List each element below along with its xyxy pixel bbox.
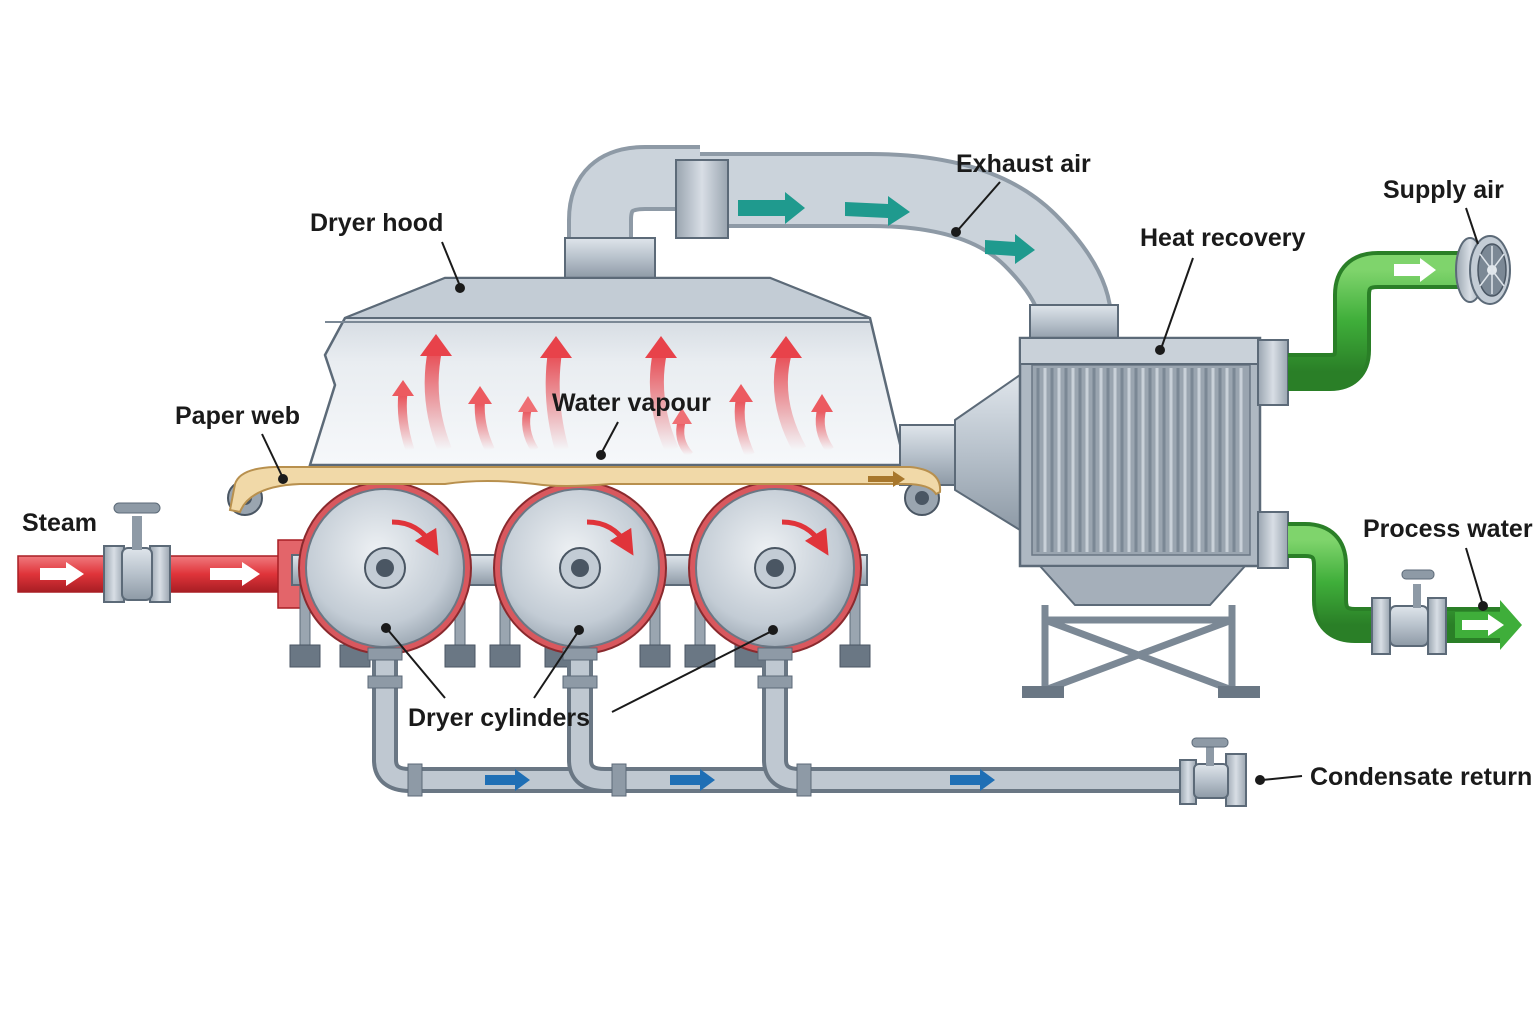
label-process-water: Process water bbox=[1363, 515, 1533, 611]
label-paper-web: Paper web bbox=[175, 402, 300, 484]
label-dryer-hood: Dryer hood bbox=[310, 209, 465, 293]
flow-arrow-icon bbox=[485, 769, 530, 791]
flow-arrow-icon bbox=[210, 562, 260, 586]
supply-air-pipe bbox=[1288, 251, 1465, 391]
support-foot bbox=[489, 644, 521, 668]
paper-web bbox=[227, 466, 942, 516]
label-dryer-cylinders-text: Dryer cylinders bbox=[408, 704, 590, 732]
label-water-vapour-text: Water vapour bbox=[552, 389, 711, 417]
label-dryer-hood-text: Dryer hood bbox=[310, 209, 443, 237]
water-valve-icon[interactable] bbox=[1371, 569, 1447, 655]
flow-arrow-icon bbox=[950, 769, 995, 791]
flow-arrow-icon bbox=[985, 234, 1035, 264]
label-heat-recovery: Heat recovery bbox=[1140, 224, 1305, 355]
label-steam-text: Steam bbox=[22, 509, 97, 537]
label-process-water-text: Process water bbox=[1363, 515, 1533, 543]
label-supply-air-text: Supply air bbox=[1383, 176, 1504, 204]
process-water-pipe bbox=[1288, 522, 1522, 650]
label-supply-air: Supply air bbox=[1383, 176, 1504, 245]
flow-arrow-icon bbox=[1394, 258, 1436, 282]
exhaust-arrows bbox=[738, 192, 1035, 264]
label-exhaust-air: Exhaust air bbox=[951, 150, 1091, 237]
dryer-hood bbox=[308, 276, 907, 467]
flow-arrow-icon bbox=[40, 562, 84, 586]
flow-arrow-icon bbox=[738, 192, 805, 224]
label-heat-recovery-text: Heat recovery bbox=[1140, 224, 1305, 252]
vapour-arrows bbox=[392, 334, 834, 458]
label-exhaust-air-text: Exhaust air bbox=[956, 150, 1091, 178]
heat-exchanger-fins bbox=[1036, 368, 1243, 552]
condensate-piping bbox=[367, 647, 1185, 797]
label-water-vapour: Water vapour bbox=[552, 389, 711, 460]
heat-recovery-unit bbox=[1018, 336, 1289, 698]
support-foot bbox=[639, 644, 671, 668]
support-foot bbox=[684, 644, 716, 668]
label-condensate-return: Condensate return bbox=[1255, 763, 1532, 791]
label-steam: Steam bbox=[22, 509, 97, 537]
dryer-cylinder bbox=[688, 481, 862, 655]
support-foot bbox=[444, 644, 476, 668]
fan-icon[interactable] bbox=[1455, 235, 1511, 305]
rotation-arrow-icon bbox=[586, 519, 634, 556]
flow-arrow-icon bbox=[670, 769, 715, 791]
flow-arrow-icon bbox=[868, 471, 905, 487]
rotation-arrow-icon bbox=[391, 519, 439, 556]
dryer-cylinders bbox=[298, 481, 862, 655]
rotation-arrow-icon bbox=[781, 519, 829, 556]
condensate-valve-icon[interactable] bbox=[1179, 737, 1247, 807]
label-condensate-return-text: Condensate return bbox=[1310, 763, 1532, 791]
dryer-cylinder bbox=[493, 481, 667, 655]
flow-arrow-icon bbox=[845, 196, 910, 226]
support-foot bbox=[839, 644, 871, 668]
support-foot bbox=[289, 644, 321, 668]
label-dryer-cylinders: Dryer cylinders bbox=[381, 623, 778, 732]
steam-valve-icon[interactable] bbox=[103, 502, 171, 603]
label-paper-web-text: Paper web bbox=[175, 402, 300, 430]
